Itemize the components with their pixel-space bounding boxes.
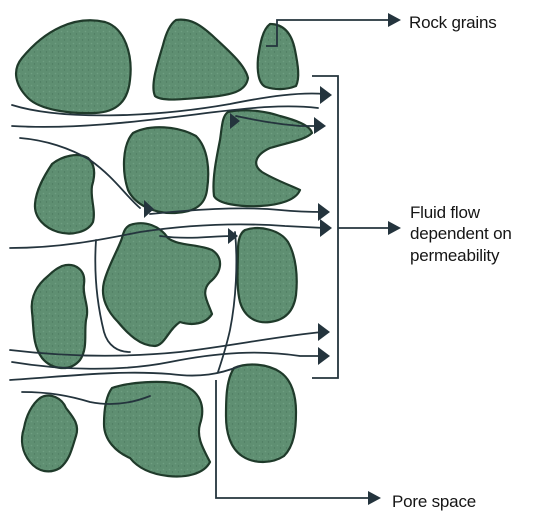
rock-grain <box>22 396 77 472</box>
rock-grain <box>258 24 299 89</box>
rock-grains-arrowhead <box>388 13 401 27</box>
rock-grain <box>35 155 94 233</box>
rock-grain <box>104 382 210 477</box>
fluid-flow-label: Fluid flow dependent on permeability <box>410 202 550 266</box>
rock-grain <box>103 223 220 346</box>
flow-line <box>218 232 236 372</box>
rock-grain <box>16 20 131 113</box>
rock-grain <box>213 110 312 206</box>
flow-arrowhead <box>320 219 332 237</box>
rock-grain <box>153 20 248 100</box>
flow-line <box>160 236 232 238</box>
flow-arrowhead <box>318 323 330 341</box>
rock-grains-label: Rock grains <box>409 12 497 33</box>
rock-grain <box>124 127 208 213</box>
flow-arrowhead <box>318 203 330 221</box>
flow-arrowhead <box>314 117 326 134</box>
fluid-flow-arrowhead <box>388 221 401 235</box>
pore-space-arrowhead <box>368 491 381 505</box>
pore-space-label: Pore space <box>392 491 476 512</box>
flow-arrowhead <box>318 347 330 365</box>
rock-grain <box>238 228 297 322</box>
rock-grains <box>16 20 312 477</box>
flow-arrowhead <box>320 86 332 104</box>
rock-grain <box>226 365 296 462</box>
